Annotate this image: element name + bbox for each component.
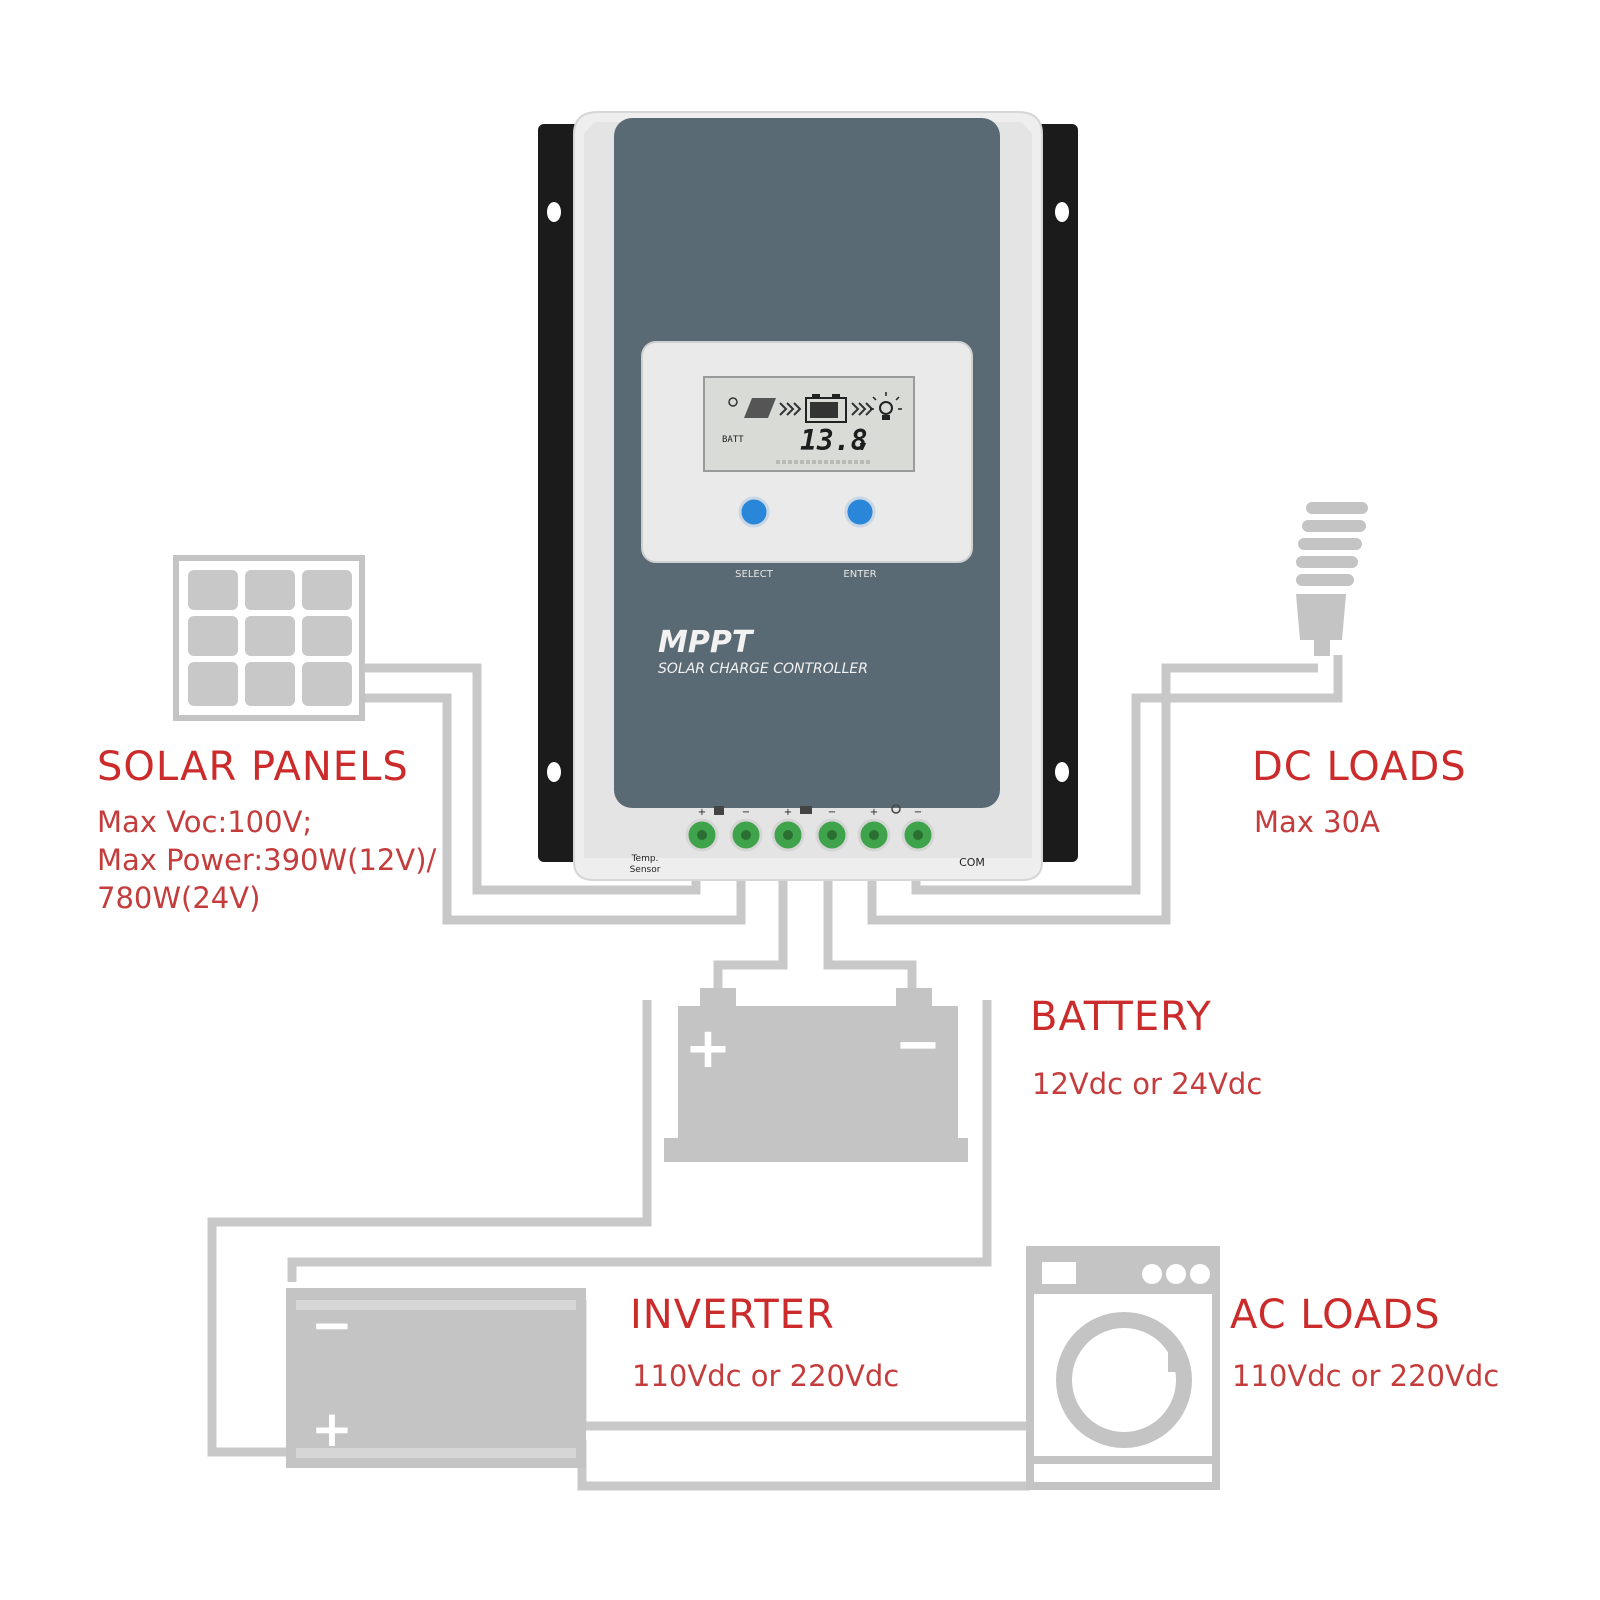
terminal-block: + − + − + − Temp. Sensor COM <box>630 804 985 875</box>
solar-spec-line2: Max Power:390W(12V)/ <box>97 843 437 877</box>
wire-battery-to-inverter-plus <box>207 1000 652 1457</box>
battery-minus-sign: − <box>895 1012 942 1077</box>
lcd-voltage-reading: 13.8 <box>800 424 867 457</box>
terminal-load-positive <box>857 818 891 852</box>
wire-solar-positive <box>362 663 701 895</box>
dc-load-bulb-icon <box>1296 502 1368 656</box>
ac-loads-spec: 110Vdc or 220Vdc <box>1232 1359 1499 1393</box>
enter-button[interactable] <box>844 496 876 528</box>
battery-terminal-icon <box>800 806 812 814</box>
lcd-voltage-unit: v <box>859 439 867 453</box>
terminal-solar-negative <box>729 818 763 852</box>
solar-terminal-icon <box>714 806 724 815</box>
battery-plus-sign: + <box>685 1016 732 1081</box>
inverter-title: INVERTER <box>630 1292 835 1338</box>
lcd-battery-icon <box>805 394 847 423</box>
solar-panels-title: SOLAR PANELS <box>97 744 409 790</box>
lcd-batt-label: BATT <box>722 435 744 445</box>
lcd-flow-arrows-icon <box>779 402 874 416</box>
inverter-minus-sign: − <box>311 1296 353 1354</box>
com-label: COM <box>959 856 985 869</box>
battery-spec: 12Vdc or 24Vdc <box>1032 1067 1262 1101</box>
solar-spec-line3: 780W(24V) <box>97 881 260 915</box>
solar-panel-icon <box>173 555 365 721</box>
left-mounting-flange <box>538 124 584 862</box>
wire-load-negative <box>867 663 1318 925</box>
controller-subtitle: SOLAR CHARGE CONTROLLER <box>658 661 868 677</box>
load-terminal-icon <box>891 804 901 814</box>
inverter-icon: − + <box>286 1288 586 1468</box>
wire-load-positive <box>911 655 1343 895</box>
inverter-spec: 110Vdc or 220Vdc <box>632 1359 899 1393</box>
right-mounting-flange <box>1032 124 1078 862</box>
charge-controller: BATT 13.8 v SELECT ENTER MPPT SOLAR CHAR… <box>538 111 1078 881</box>
mounting-hole <box>547 762 561 782</box>
wire-battery-positive <box>713 868 788 995</box>
battery-minus-marker: − <box>828 807 836 818</box>
terminal-load-negative <box>901 818 935 852</box>
lcd-bulb-icon <box>870 392 902 420</box>
lcd-screen <box>703 376 915 472</box>
solar-spec-line1: Max Voc:100V; <box>97 805 312 839</box>
wire-battery-negative <box>823 868 917 995</box>
inverter-plus-sign: + <box>311 1400 353 1458</box>
wire-inverter-to-ac-2 <box>577 1440 1030 1491</box>
mounting-hole <box>1055 202 1069 222</box>
washing-machine-icon <box>1026 1246 1220 1490</box>
solar-minus-marker: − <box>742 807 750 818</box>
temp-sensor-label-line1: Temp. <box>631 854 659 864</box>
select-button[interactable] <box>738 496 770 528</box>
dc-loads-spec: Max 30A <box>1254 805 1380 839</box>
battery-icon: + − <box>664 988 968 1162</box>
terminal-battery-negative <box>815 818 849 852</box>
load-plus-marker: + <box>870 807 878 818</box>
wire-battery-to-inverter-minus <box>287 1000 992 1282</box>
terminal-battery-positive <box>771 818 805 852</box>
battery-plus-marker: + <box>784 807 792 818</box>
ac-loads-title: AC LOADS <box>1230 1292 1441 1338</box>
load-minus-marker: − <box>914 807 922 818</box>
controller-brand: MPPT <box>658 625 755 660</box>
dc-loads-title: DC LOADS <box>1252 744 1467 790</box>
solar-plus-marker: + <box>698 807 706 818</box>
mounting-hole <box>1055 762 1069 782</box>
lcd-solar-icon <box>728 397 776 418</box>
select-button-label: SELECT <box>735 569 774 580</box>
mounting-hole <box>547 202 561 222</box>
enter-button-label: ENTER <box>843 569 876 580</box>
battery-title: BATTERY <box>1030 994 1212 1040</box>
temp-sensor-label-line2: Sensor <box>630 865 661 875</box>
wire-solar-negative <box>362 693 746 925</box>
terminal-solar-positive <box>685 818 719 852</box>
